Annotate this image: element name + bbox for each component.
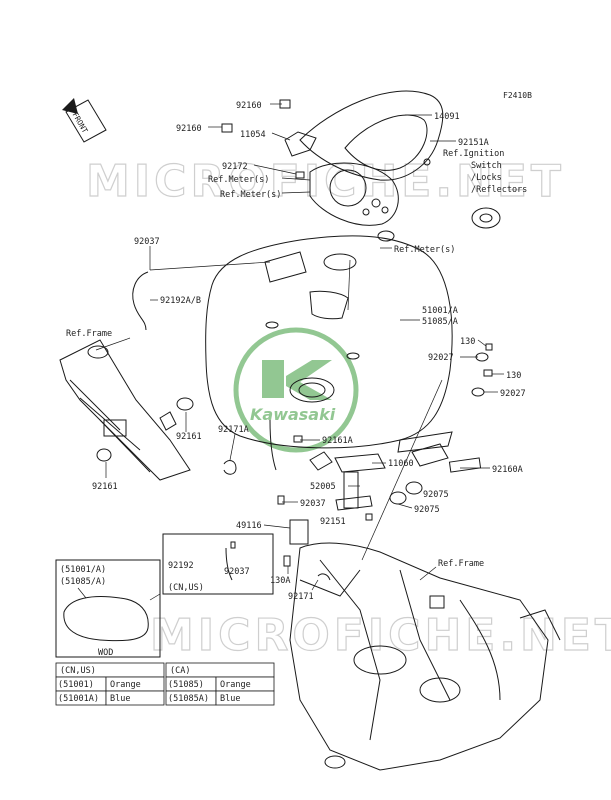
callout-cn-us: (CN,US) <box>168 583 204 593</box>
meter-assembly-part <box>309 162 399 242</box>
callout-92151: 92151 <box>320 517 346 527</box>
callouts: 92160 14091 92160 11054 92151A Ref.Ignit… <box>66 101 527 602</box>
callout-92160-left: 92160 <box>176 124 202 134</box>
bolt-130A <box>283 555 291 567</box>
color-table: (CN,US) (51001) Orange (51001A) Blue (CA… <box>55 662 275 706</box>
fuel-filter-part <box>277 495 309 545</box>
table-left-row1-color: Orange <box>110 680 141 690</box>
callout-92172: 92172 <box>222 162 248 172</box>
table-left-row1-part: (51001) <box>58 680 94 690</box>
callout-92075-b: 92075 <box>414 505 440 515</box>
clip-92172 <box>295 171 305 179</box>
grommet-92161A <box>293 435 303 443</box>
callout-ref-frame-right: Ref.Frame <box>438 559 484 569</box>
callout-ref-meter-1: Ref.Meter(s) <box>208 175 269 185</box>
callout-92192: 92192 <box>168 561 194 571</box>
logo-text: Kawasaki <box>250 405 336 424</box>
callout-92027-b: 92027 <box>500 389 526 399</box>
callout-92037-mid: 92037 <box>300 499 326 509</box>
hose-92171A <box>269 419 277 471</box>
clip-92171 <box>317 573 331 581</box>
callout-92037-top: 92037 <box>134 237 160 247</box>
callout-11060: 11060 <box>388 459 414 469</box>
callout-ref-frame-left: Ref.Frame <box>66 329 112 339</box>
rear-mount-parts <box>389 343 493 505</box>
bracket-11054 <box>284 131 317 157</box>
callout-52005: 52005 <box>310 482 336 492</box>
kawasaki-logo: Kawasaki <box>233 327 359 453</box>
callout-130A: 130A <box>270 576 290 586</box>
callout-92171A: 92171A <box>218 425 249 435</box>
callout-92160-top: 92160 <box>236 101 262 111</box>
callout-ref-ignition-2: Switch <box>471 161 502 171</box>
callout-ref-meter-3: Ref.Meter(s) <box>394 245 455 255</box>
table-right-row1-part: (51085) <box>168 680 204 690</box>
watermark-top: MICROFICHE.NET <box>86 156 565 207</box>
fuel-tank-part <box>205 235 453 453</box>
callout-92161-b: 92161 <box>92 482 118 492</box>
callout-92160A: 92160A <box>492 465 523 475</box>
leader-lines <box>95 103 504 601</box>
callout-92037-low: 92037 <box>224 567 250 577</box>
ignition-cap-part <box>471 207 501 229</box>
right-frame-part <box>289 542 561 771</box>
table-left-row2-color: Blue <box>110 694 130 704</box>
table-right-header: (CA) <box>170 666 190 676</box>
callout-ref-ignition-1: Ref.Ignition <box>443 149 504 159</box>
table-right-row2-part: (51085A) <box>168 694 209 704</box>
watermark-bottom: MICROFICHE.NET <box>150 610 611 661</box>
callout-92075-a: 92075 <box>423 490 449 500</box>
left-frame-part <box>59 339 194 481</box>
hose-kit-box <box>162 533 274 595</box>
callout-49116: 49116 <box>236 521 262 531</box>
callout-ref-meter-2: Ref.Meter(s) <box>220 190 281 200</box>
clip-92037-low <box>230 541 236 549</box>
callout-51085A: 51085/A <box>422 317 458 327</box>
table-left-row2-part: (51001A) <box>58 694 99 704</box>
washer-92151 <box>365 513 373 521</box>
callout-ref-ignition-3: /Locks <box>471 173 502 183</box>
callout-92161-a: 92161 <box>176 432 202 442</box>
callout-92192AB: 92192A/B <box>160 296 201 306</box>
callout-92151A: 92151A <box>458 138 489 148</box>
inset-line2: (51085/A) <box>60 577 106 587</box>
table-left-header: (CN,US) <box>60 666 96 676</box>
figure-code: F2410B <box>503 91 532 100</box>
table-right-row2-color: Blue <box>220 694 240 704</box>
front-arrow-icon: FRONT <box>62 98 107 143</box>
callout-14091: 14091 <box>434 112 460 122</box>
wod-inset: (51001/A) (51085/A) WOD <box>55 559 161 658</box>
inset-line1: (51001/A) <box>60 565 106 575</box>
callout-ref-ignition-4: /Reflectors <box>471 185 527 195</box>
callout-130-b: 130 <box>506 371 521 381</box>
callout-51001A: 51001/A <box>422 306 458 316</box>
callout-92171: 92171 <box>288 592 314 602</box>
callout-11054: 11054 <box>240 130 266 140</box>
table-right-row1-color: Orange <box>220 680 251 690</box>
hose-92192AB <box>132 271 149 331</box>
grommet-92160-left <box>221 123 233 133</box>
inset-caption: WOD <box>98 648 113 658</box>
callout-130-top: 130 <box>460 337 475 347</box>
callout-92027-a: 92027 <box>428 353 454 363</box>
hose-92192 <box>225 547 233 581</box>
callout-92161A: 92161A <box>322 436 353 446</box>
fuel-sender-part <box>309 451 386 511</box>
clip-92171A <box>223 460 237 475</box>
